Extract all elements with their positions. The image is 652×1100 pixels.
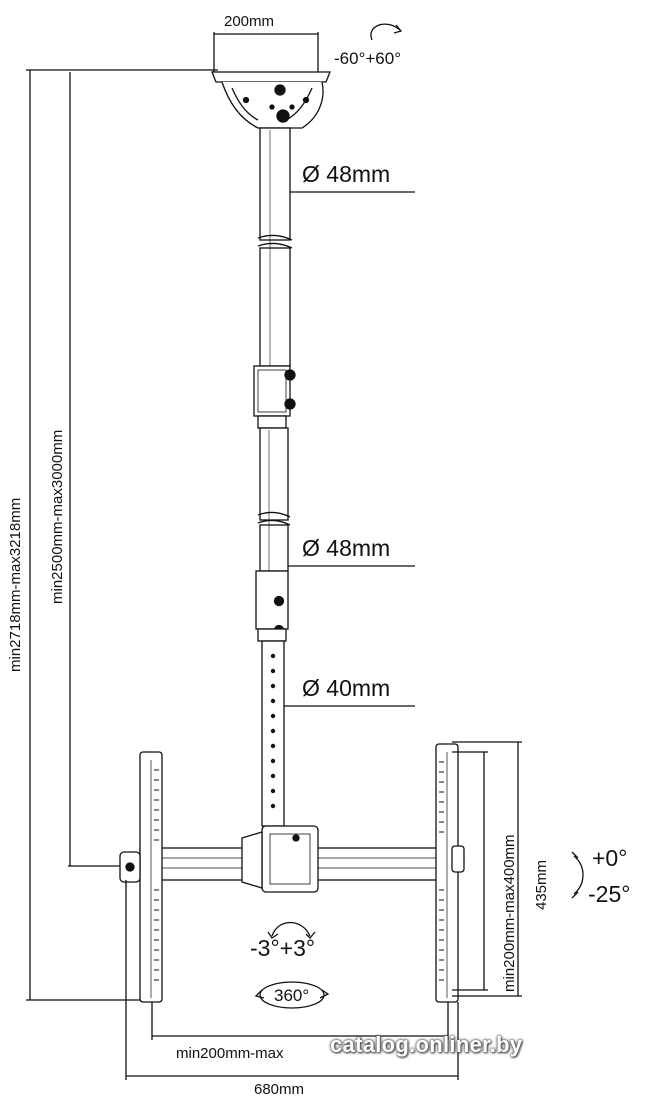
vesa-horizontal-label: min200mm-max: [176, 1045, 284, 1062]
watermark: catalog.onliner.by: [330, 1032, 523, 1057]
rotation-360-icon: [259, 981, 325, 1009]
tilt-top-label: -60°+60°: [334, 49, 401, 68]
total-height-label: min2718mm-max3218mm: [7, 498, 24, 672]
pole-middle: [259, 427, 289, 521]
pole-upper: [259, 127, 291, 241]
top-width-label: 200mm: [224, 13, 274, 30]
tilt-side-arrow-icon: [573, 855, 584, 895]
pole-break-1: [257, 234, 293, 249]
total-width-label: 680mm: [254, 1081, 304, 1098]
pole-inner: [261, 640, 285, 827]
swivel-label: -3°+3°: [250, 935, 315, 961]
height-435-label: 435mm: [533, 860, 550, 910]
pole-break-2: [257, 511, 291, 526]
tilt-top-arrow-icon: [370, 23, 401, 41]
pole-diameter-2-label: Ø 48mm: [302, 535, 390, 561]
ceiling-plate: [211, 71, 331, 83]
pole-clamp-upper: [253, 365, 291, 417]
tilt-down-label: -25°: [588, 881, 630, 907]
pole-height-label: min2500mm-max3000mm: [49, 430, 66, 604]
right-rail-teeth: [439, 761, 444, 981]
tilt-up-label: +0°: [592, 845, 627, 871]
swivel-arrow-icon: [271, 921, 311, 937]
rotation-label: 360°: [274, 986, 309, 1005]
right-clamp: [451, 845, 465, 873]
pole-diameter-1-label: Ø 48mm: [302, 161, 390, 187]
pole-diameter-3-label: Ø 40mm: [302, 675, 390, 701]
vesa-vertical-label: min200mm-max400mm: [501, 834, 518, 992]
pole-holes: [270, 653, 276, 809]
plate-bolt: [274, 84, 286, 96]
left-rail-teeth: [154, 769, 159, 981]
